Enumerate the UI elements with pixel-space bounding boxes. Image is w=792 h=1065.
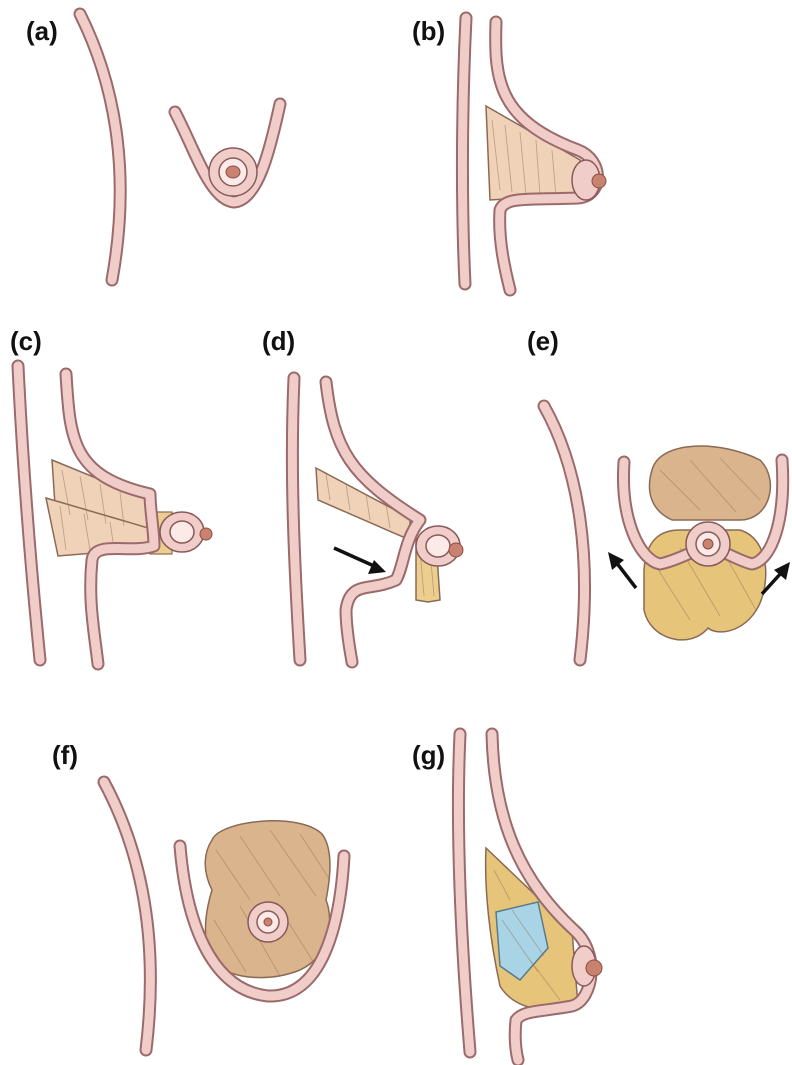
nipple bbox=[586, 960, 602, 976]
arrowhead-icon bbox=[368, 560, 386, 574]
arrow-icon bbox=[334, 548, 374, 566]
panel-e-drawing bbox=[544, 406, 790, 660]
arrow-left-icon bbox=[616, 562, 636, 588]
nipple bbox=[200, 528, 212, 540]
panel-g-drawing bbox=[458, 734, 602, 1060]
panel-b-drawing bbox=[462, 18, 606, 290]
panel-f-drawing bbox=[104, 782, 344, 1050]
nipple bbox=[449, 543, 463, 557]
panel-d-drawing bbox=[292, 378, 463, 662]
nipple bbox=[592, 174, 606, 188]
nipple bbox=[226, 166, 240, 178]
nipple bbox=[264, 918, 272, 926]
nipple bbox=[703, 539, 713, 549]
panel-c-drawing bbox=[18, 366, 212, 664]
panel-a-drawing bbox=[80, 14, 280, 280]
